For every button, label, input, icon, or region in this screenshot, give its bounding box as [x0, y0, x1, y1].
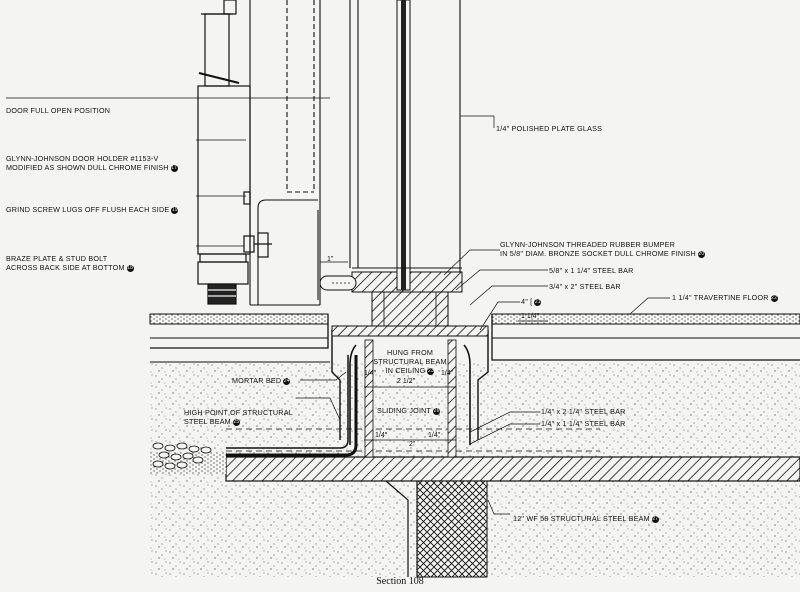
dim-1in: 1" — [327, 256, 334, 263]
label-hung-line2: STRUCTURAL BEAM — [373, 357, 447, 366]
ref-marker-22: 22 — [770, 294, 778, 302]
label-door-holder-line2-text: MODIFIED AS SHOWN DULL CHROME FINISH — [6, 163, 169, 172]
dim-1-14: 1 1/4" — [521, 313, 540, 320]
label-bar-14a: 1/4" x 2 1/4" STEEL BAR — [541, 407, 626, 416]
label-bumper-line2-text: IN 5/8" DIAM. BRONZE SOCKET DULL CHROME … — [500, 249, 696, 258]
gravel — [152, 442, 212, 470]
ref-marker-21: 21 — [534, 298, 542, 306]
label-door-holder-line1: GLYNN-JOHNSON DOOR HOLDER #1153-V — [6, 154, 159, 163]
label-channel: 4" [21 — [521, 297, 542, 306]
rubber-bumper — [319, 275, 357, 291]
label-braze-line2-text: ACROSS BACK SIDE AT BOTTOM — [6, 263, 125, 272]
steel-beam — [385, 480, 488, 578]
sliding-bars — [364, 339, 457, 458]
label-bar-34: 3/4" x 2" STEEL BAR — [549, 282, 621, 291]
steel-plate — [150, 452, 800, 482]
bent-bar-inner — [226, 355, 349, 449]
dim-2-12: 2 1/2" — [397, 378, 416, 385]
label-high-point-line2-text: STEEL BEAM — [184, 417, 231, 426]
label-bar-58: 5/8" x 1 1/4" STEEL BAR — [549, 266, 634, 275]
door-holder — [197, 0, 272, 305]
label-door-full-open: DOOR FULL OPEN POSITION — [6, 106, 111, 115]
ref-marker-25: 25 — [232, 418, 240, 426]
leader-lines — [6, 97, 670, 515]
label-braze-line1: BRAZE PLATE & STUD BOLT — [6, 254, 108, 263]
ref-marker-18: 18 — [126, 264, 134, 272]
travertine-floor — [149, 313, 800, 363]
ref-marker-19: 19 — [171, 206, 179, 214]
door-frame — [249, 0, 462, 306]
dim-14-left-bot: 1/4" — [375, 432, 388, 439]
label-channel-text: 4" [ — [521, 297, 533, 306]
label-bumper-line1: GLYNN-JOHNSON THREADED RUBBER BUMPER — [500, 240, 676, 249]
label-mortar-text: MORTAR BED — [232, 376, 282, 385]
dim-14-right-bot: 1/4" — [428, 432, 441, 439]
dim-14-left-top: 1/4" — [364, 370, 377, 377]
label-travertine-text: 1 1/4" TRAVERTINE FLOOR — [672, 293, 769, 302]
ref-marker-27: 27 — [651, 515, 659, 523]
dim-14-right-top: 1/4" — [441, 370, 454, 377]
ref-marker-26: 26 — [433, 407, 441, 415]
dim-2in: 2" — [409, 441, 416, 448]
socket-block — [351, 271, 463, 327]
label-sliding-text: SLIDING JOINT — [377, 406, 432, 415]
bent-bar — [226, 355, 358, 457]
label-glass: 1/4" POLISHED PLATE GLASS — [496, 124, 603, 133]
ref-marker-17: 17 — [170, 164, 178, 172]
label-grind-screw-text: GRIND SCREW LUGS OFF FLUSH EACH SIDE — [6, 205, 170, 214]
label-bumper-line2: IN 5/8" DIAM. BRONZE SOCKET DULL CHROME … — [500, 249, 705, 258]
ref-marker-20: 20 — [697, 250, 705, 258]
section-caption: Section 108 — [376, 576, 424, 587]
label-bar-14b: 1/4" x 1 1/4" STEEL BAR — [541, 419, 626, 428]
ref-marker-23: 23 — [427, 367, 435, 375]
glass-pane — [396, 0, 411, 291]
label-beam-text: 12" WF 58 STRUCTURAL STEEL BEAM — [513, 514, 650, 523]
label-hung-line3-text: IN CEILING — [385, 366, 426, 375]
label-high-point-line1: HIGH POINT OF STRUCTURAL — [184, 408, 293, 417]
ref-marker-24: 24 — [283, 377, 291, 385]
label-hung-line1: HUNG FROM — [386, 348, 434, 357]
